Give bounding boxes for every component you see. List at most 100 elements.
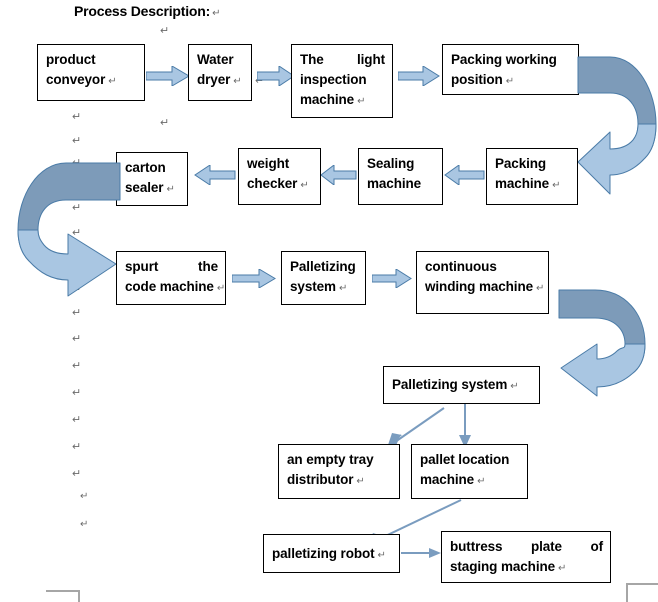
paragraph-mark-icon: ↵ (212, 8, 221, 19)
node-continuous-winding-machine[interactable]: continuous winding machine↵ (416, 251, 549, 314)
node-sealing-machine[interactable]: Sealing machine (358, 148, 443, 205)
page-margin-mark-bottom-right (626, 583, 658, 602)
paragraph-mark-icon: ↵ (72, 135, 82, 147)
paragraph-mark-icon: ↵ (80, 519, 89, 530)
node-weight-checker[interactable]: weight checker↵ (238, 148, 321, 205)
node-line-2: machine↵ (420, 470, 520, 492)
node-line-1: Packing (495, 156, 547, 171)
node-packing-working-position[interactable]: Packing working position↵ (442, 44, 579, 95)
node-line-2-text: sealer (125, 180, 164, 195)
node-line-2: machine (367, 176, 422, 191)
node-line-2: staging machine↵ (450, 557, 603, 579)
paragraph-mark-icon: ↵ (356, 476, 365, 487)
paragraph-mark-icon: ↵ (80, 491, 89, 502)
paragraph-mark-icon: ↵ (216, 283, 226, 294)
arrow-robot-to-buttress (401, 545, 443, 561)
paragraph-mark-icon: ↵ (536, 283, 545, 294)
paragraph-mark-icon: ↵ (300, 180, 309, 191)
paragraph-mark-icon: ↵ (160, 25, 170, 37)
node-line-2-text: machine (495, 176, 550, 191)
node-line-1: Sealing (367, 156, 415, 171)
arrow-conveyor-to-dryer (146, 66, 190, 86)
paragraph-mark-icon: ↵ (160, 117, 170, 129)
node-line-3-text: machine (300, 92, 355, 107)
node-line-2-text: checker (247, 176, 298, 191)
paragraph-mark-icon: ↵ (72, 202, 82, 214)
node-line-1: an empty tray (287, 450, 392, 470)
node-line-3: machine↵ (300, 90, 385, 112)
node-empty-tray-distributor[interactable]: an empty tray distributor↵ (278, 444, 400, 499)
node-line-1-word-1: buttress (450, 539, 503, 554)
node-palletizing-robot[interactable]: palletizing robot↵ (263, 534, 400, 573)
page-title-text: Process Description: (74, 3, 211, 19)
page-title: Process Description:↵ (74, 3, 220, 19)
node-buttress-plate-staging-machine[interactable]: buttress plate of staging machine↵ (441, 531, 611, 583)
node-line-1: spurt the (125, 257, 218, 277)
node-line-1-text: palletizing robot (272, 546, 375, 561)
node-line-2: position↵ (451, 70, 571, 92)
paragraph-mark-icon: ↵ (477, 476, 486, 487)
node-palletizing-system-1[interactable]: Palletizing system↵ (281, 251, 366, 305)
arrow-inspection-to-packing-position (398, 66, 440, 86)
node-carton-sealer[interactable]: carton sealer↵ (116, 152, 188, 206)
node-palletizing-system-2[interactable]: Palletizing system↵ (383, 366, 540, 404)
node-line-2: system↵ (290, 277, 358, 299)
node-line-1: buttress plate of (450, 537, 603, 557)
arrow-palletizing2-to-pallet-location (455, 404, 475, 450)
paragraph-mark-icon: ↵ (510, 381, 519, 392)
node-line-1: pallet location (420, 452, 510, 467)
node-light-inspection-machine[interactable]: The light inspection machine↵ (291, 44, 393, 118)
node-line-1-word-3: of (590, 539, 603, 554)
paragraph-mark-icon: ↵ (505, 76, 514, 87)
node-line-1: The light (300, 50, 385, 70)
node-line-2-text: position (451, 72, 503, 87)
node-line-1: Palletizing (290, 259, 356, 274)
node-line-2: distributor↵ (287, 470, 392, 492)
arrow-weight-to-carton (194, 165, 236, 185)
node-line-2-text: winding machine (425, 279, 534, 294)
node-line-1-word-2: the (198, 259, 218, 274)
arrow-packing-to-sealing (444, 165, 485, 185)
node-line-1: Packing working (451, 52, 557, 67)
node-line-1: Water (197, 52, 234, 67)
arrow-palletizing-to-winding (372, 269, 412, 288)
paragraph-mark-icon: ↵ (72, 360, 82, 372)
node-line-2: conveyor↵ (46, 70, 137, 92)
arrow-sealing-to-weight (320, 165, 357, 185)
arrow-spurt-to-palletizing (232, 269, 276, 288)
node-line-2-text: conveyor (46, 72, 106, 87)
node-line-1-text: an empty tray (287, 452, 374, 467)
node-line-1-word-1: The (300, 52, 324, 67)
arrow-dryer-to-inspection (257, 66, 295, 86)
paragraph-mark-icon: ↵ (255, 75, 265, 87)
node-line-2: checker↵ (247, 174, 313, 196)
paragraph-mark-icon: ↵ (552, 180, 561, 191)
node-line-2: inspection (300, 72, 367, 87)
node-line-2: dryer↵ (197, 70, 244, 92)
paragraph-mark-icon: ↵ (233, 76, 242, 87)
node-line-2: machine↵ (495, 174, 570, 196)
paragraph-mark-icon: ↵ (108, 76, 117, 87)
node-line-2: winding machine↵ (425, 277, 545, 299)
paragraph-mark-icon: ↵ (72, 111, 82, 123)
paragraph-mark-icon: ↵ (72, 387, 82, 399)
node-line-2-text: staging machine (450, 559, 556, 574)
paragraph-mark-icon: ↵ (558, 563, 567, 574)
node-water-dryer[interactable]: Water dryer↵ (188, 44, 252, 101)
node-packing-machine[interactable]: Packing machine↵ (486, 148, 578, 205)
paragraph-mark-icon: ↵ (72, 414, 82, 426)
node-line-1: product (46, 52, 96, 67)
node-line-1-word-1: spurt (125, 259, 159, 274)
node-product-conveyor[interactable]: product conveyor↵ (37, 44, 145, 101)
paragraph-mark-icon: ↵ (166, 184, 175, 195)
node-spurt-code-machine[interactable]: spurt the code machine↵ (116, 251, 226, 305)
arrow-curved-row3-to-row4 (549, 288, 655, 398)
node-line-2: code machine↵ (125, 277, 225, 299)
node-line-1-word-2: light (357, 52, 385, 67)
node-pallet-location-machine[interactable]: pallet location machine↵ (411, 444, 528, 499)
node-line-2-text: system (290, 279, 336, 294)
node-line-1: carton (125, 160, 166, 175)
arrow-curved-row1-to-row2 (576, 54, 658, 200)
node-line-2: sealer↵ (125, 178, 180, 200)
